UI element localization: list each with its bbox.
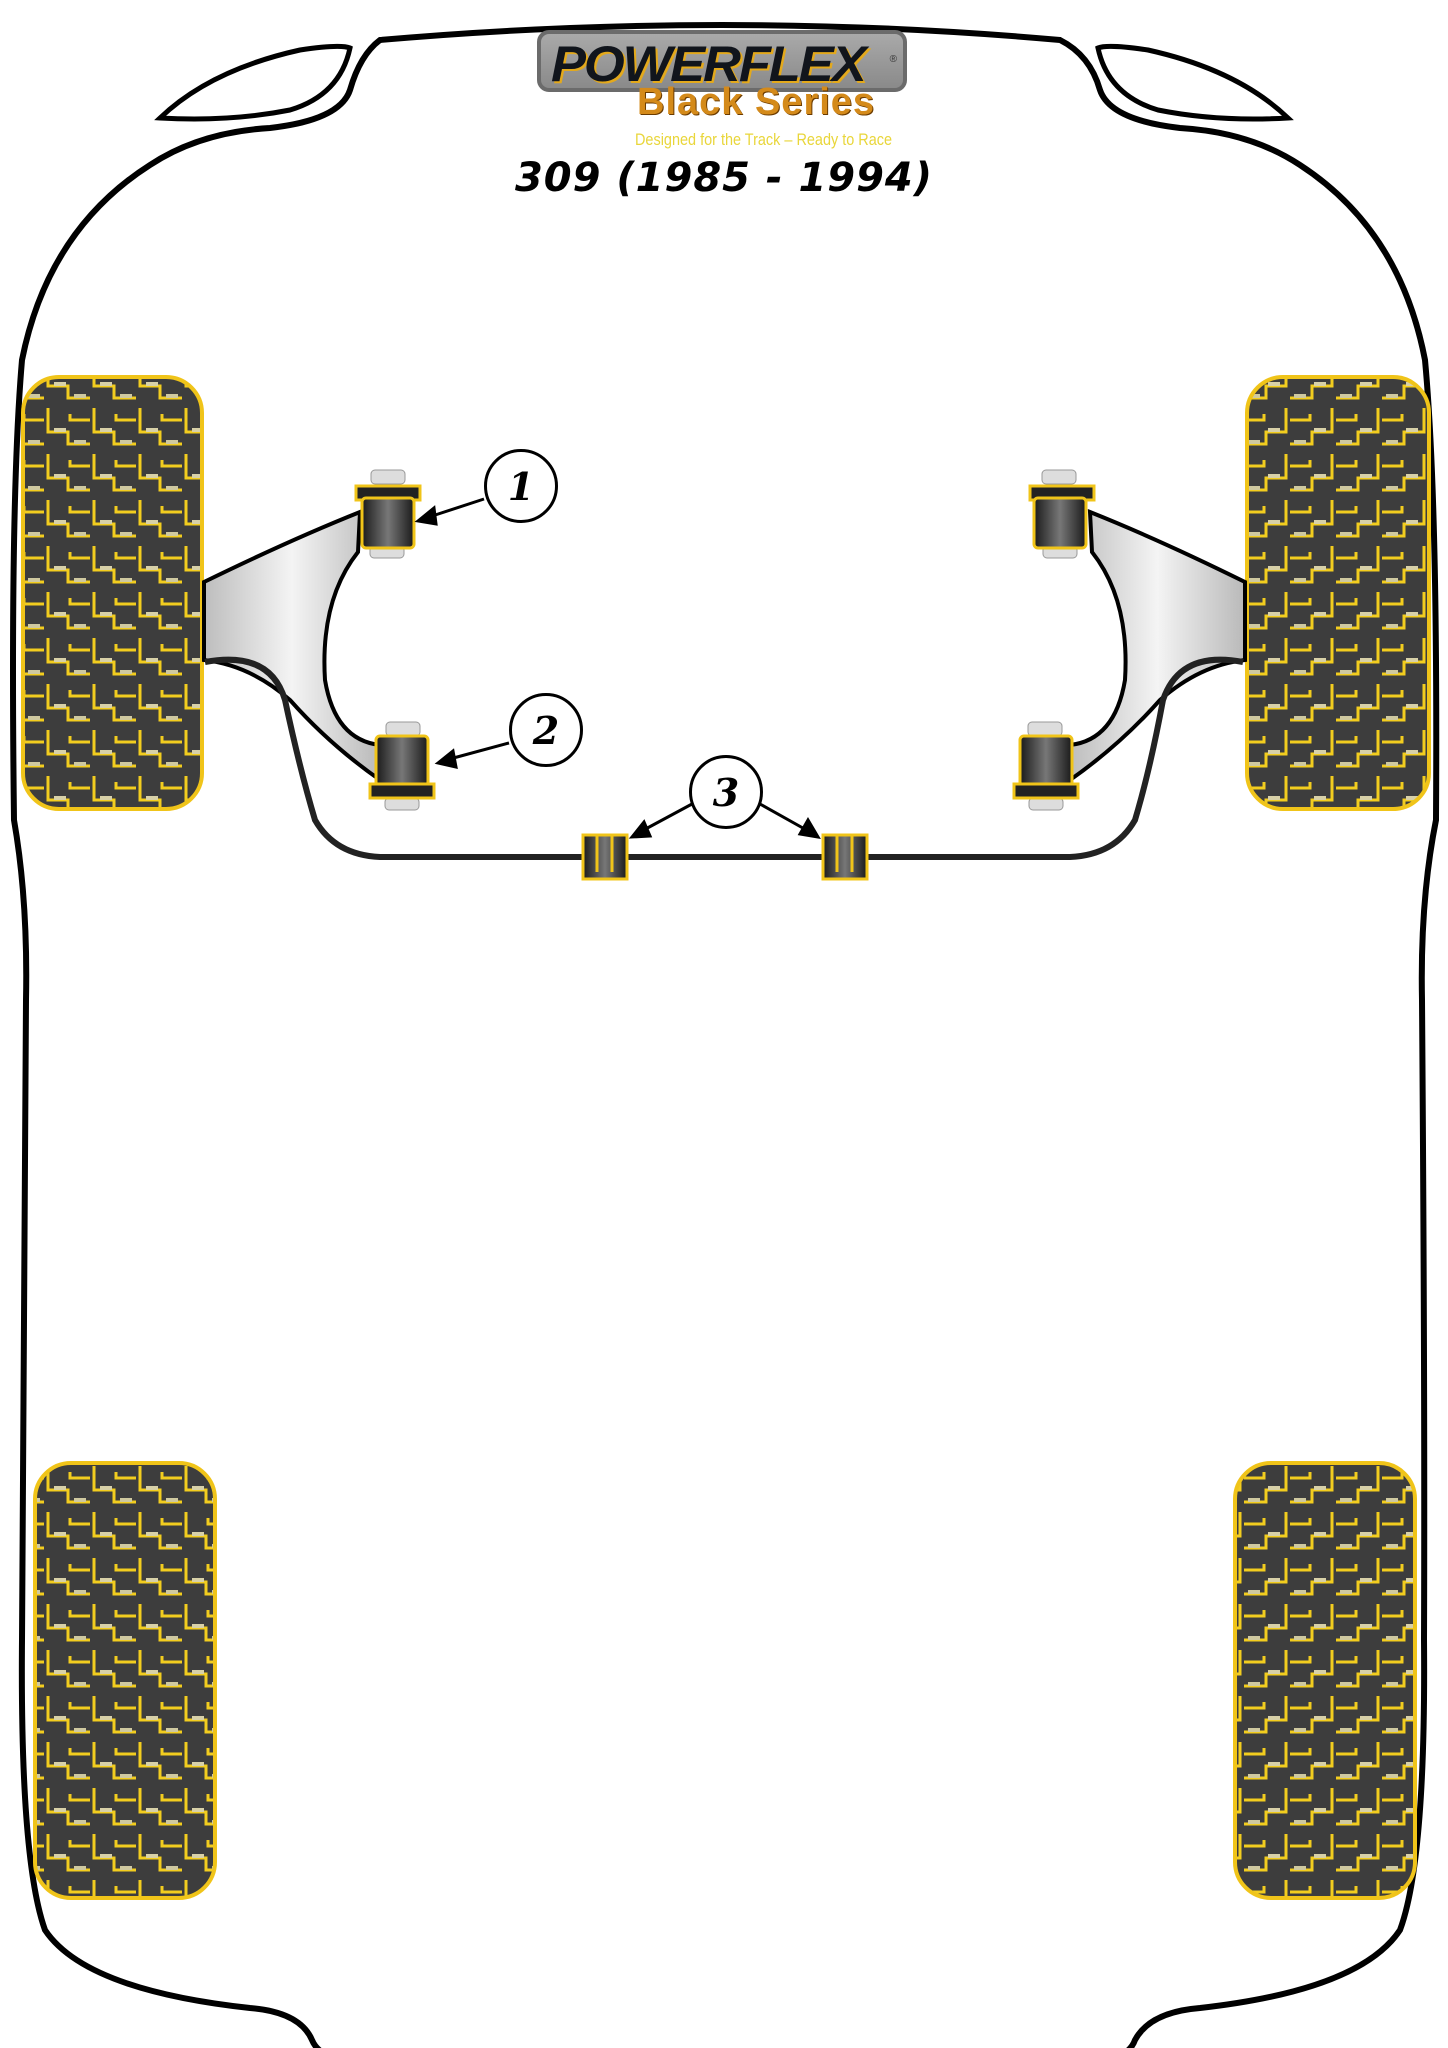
bush-3-left	[581, 833, 629, 881]
bush-1-left	[354, 469, 422, 559]
callout-3-label: 3	[712, 769, 740, 815]
tyre-rear-left	[33, 1461, 217, 1900]
callout-arrows	[414, 497, 821, 840]
bush-2-left	[368, 721, 436, 811]
logo-series: Black Series	[637, 81, 876, 123]
callout-3[interactable]: 3	[689, 755, 763, 829]
registered-mark: ®	[889, 54, 897, 65]
anti-roll-bar	[204, 656, 1244, 860]
logo-tagline: Designed for the Track – Ready to Race	[635, 130, 893, 149]
car-body-outline	[10, 22, 1440, 2048]
callout-1-label: 1	[507, 463, 535, 509]
bush-2-right	[1012, 721, 1080, 811]
powerflex-logo: POWERFLEX ® Black Series Designed for th…	[537, 30, 913, 150]
callout-2-label: 2	[532, 707, 560, 753]
callout-1[interactable]: 1	[484, 449, 558, 523]
callout-2[interactable]: 2	[509, 693, 583, 767]
bush-3-right	[821, 833, 869, 881]
tyre-front-right	[1245, 375, 1431, 811]
logo-badge: POWERFLEX ®	[537, 30, 907, 92]
tyre-front-left	[21, 375, 204, 811]
vehicle-title: 309 (1985 - 1994)	[514, 155, 934, 201]
logo-brand: POWERFLEX	[551, 36, 867, 92]
tyre-rear-right	[1233, 1461, 1417, 1900]
bush-1-right	[1028, 469, 1096, 559]
